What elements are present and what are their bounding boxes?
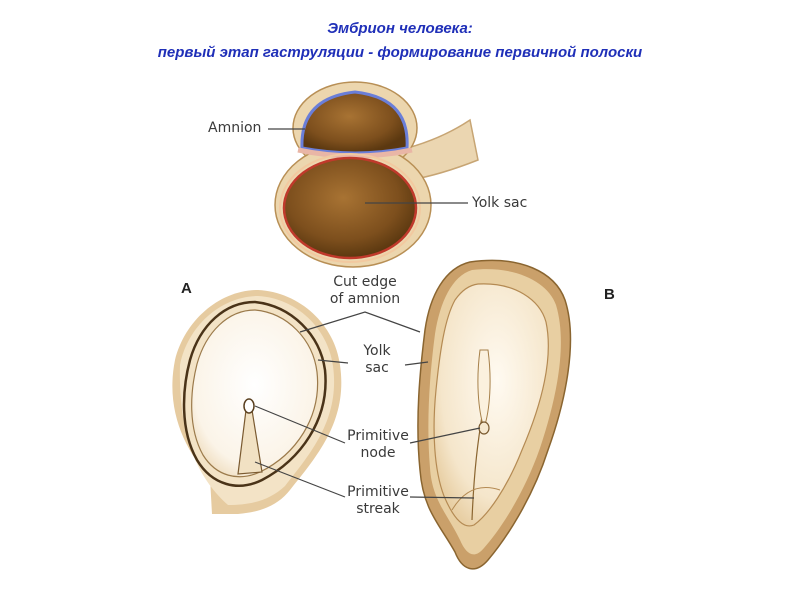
label-primitive-streak: Primitive streak <box>338 484 418 518</box>
page-title-line2: первый этап гаструляции - формирование п… <box>157 44 643 61</box>
panel-a-drawing <box>172 290 342 514</box>
leader-node-b <box>409 427 481 444</box>
panel-b-disc <box>433 283 549 527</box>
label-primitive-streak-line2: streak <box>356 501 400 517</box>
panel-b-node <box>478 421 490 435</box>
leader-streak-a <box>254 461 346 498</box>
label-yolk-sac-top: Yolk sac <box>472 195 528 211</box>
label-yolk-sac-line1: Yolk <box>363 343 391 359</box>
panel-label-b: B <box>604 286 615 303</box>
panel-a-node <box>243 398 255 414</box>
panel-label-a: A <box>181 280 192 297</box>
top-embryo <box>274 81 479 268</box>
amnion-cavity <box>300 90 409 155</box>
label-yolk-sac: Yolk sac <box>342 343 412 377</box>
leader-yolk-sac <box>317 359 349 364</box>
panel-b-drawing <box>417 259 572 570</box>
panel-a-cut-edge <box>182 300 327 487</box>
label-cut-edge: Cut edge of amnion <box>315 274 415 308</box>
page-title-line1: Эмбрион человека: <box>327 20 473 37</box>
leader-node-a <box>254 405 346 444</box>
label-primitive-node: Primitive node <box>338 428 418 462</box>
label-primitive-node-line1: Primitive <box>347 428 409 444</box>
label-primitive-streak-line1: Primitive <box>347 484 409 500</box>
label-cut-edge-line2: of amnion <box>329 291 401 307</box>
leader-lines <box>254 128 481 499</box>
yolk-sac-cavity <box>282 156 418 260</box>
germ-disc <box>297 147 413 159</box>
label-yolk-sac-line2: sac <box>365 360 389 376</box>
leader-streak-b <box>409 496 475 499</box>
label-amnion: Amnion <box>208 120 262 136</box>
label-primitive-node-line2: node <box>360 445 396 461</box>
label-cut-edge-line1: Cut edge <box>333 274 397 290</box>
panel-a-disc <box>191 309 319 478</box>
leader-cut-edge <box>299 311 421 333</box>
